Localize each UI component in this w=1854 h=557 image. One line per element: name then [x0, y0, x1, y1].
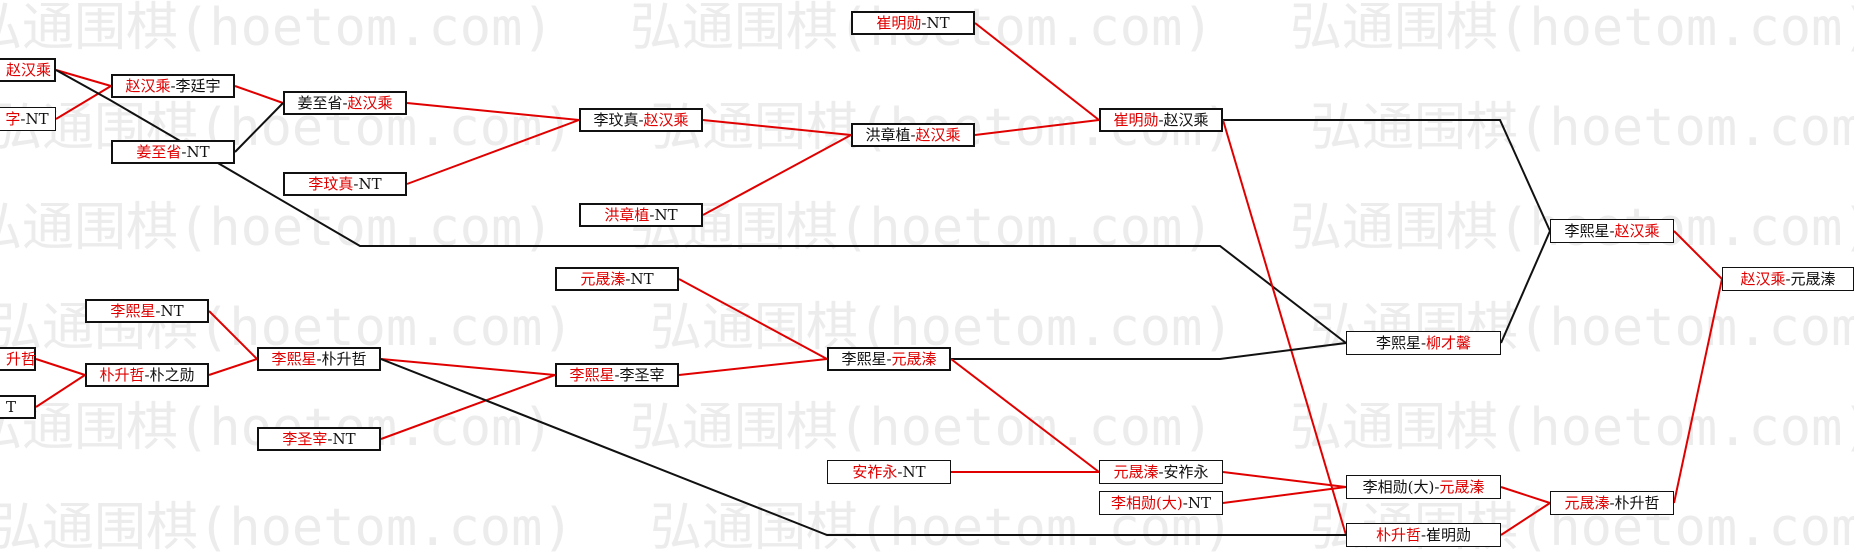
- match-node[interactable]: 李熙星-赵汉乘: [1550, 219, 1674, 243]
- match-node[interactable]: 字-NT: [0, 107, 56, 131]
- bracket-connector: [234, 102, 284, 153]
- bracket-connector: [380, 358, 1346, 536]
- match-node[interactable]: 安祚永-NT: [827, 460, 951, 484]
- bracket-connector: [1500, 230, 1551, 344]
- bracket-connector: [974, 22, 1100, 121]
- match-node[interactable]: 朴升哲-崔明勋: [1346, 523, 1501, 547]
- bracket-connector: [1500, 502, 1551, 536]
- bracket-connector: [55, 69, 112, 87]
- match-node[interactable]: 元晟溱-安祚永: [1099, 460, 1223, 484]
- bracket-connector: [406, 119, 580, 185]
- match-node[interactable]: 李熙星-朴升哲: [257, 347, 381, 371]
- match-node[interactable]: 李熙星-NT: [85, 299, 209, 323]
- bracket-connector: [208, 310, 258, 360]
- match-node[interactable]: 赵汉乘-李廷宇: [111, 74, 235, 98]
- bracket-connector: [1222, 471, 1347, 488]
- match-node[interactable]: 李玟真-赵汉乘: [579, 108, 703, 132]
- bracket-connector: [950, 358, 1100, 473]
- bracket-connector: [406, 102, 580, 121]
- bracket-connector: [1222, 119, 1347, 536]
- match-node[interactable]: 李玟真-NT: [283, 172, 407, 196]
- bracket-connector: [35, 374, 86, 408]
- match-node[interactable]: 李相勋(大)-元晟溱: [1346, 475, 1501, 499]
- match-node[interactable]: 元晟溱-NT: [555, 267, 679, 291]
- match-node[interactable]: 李相勋(大)-NT: [1099, 491, 1223, 515]
- match-node[interactable]: 赵汉乘: [0, 58, 56, 82]
- bracket-connector: [678, 278, 828, 360]
- match-node[interactable]: 朴升哲-朴之勋: [85, 363, 209, 387]
- bracket-connector: [55, 69, 1347, 344]
- match-node[interactable]: 李熙星-元晟溱: [827, 347, 951, 371]
- match-node[interactable]: 升哲: [0, 347, 36, 371]
- match-node[interactable]: 李圣宰-NT: [257, 427, 381, 451]
- bracket-connector: [380, 374, 556, 440]
- match-node[interactable]: 元晟溱-朴升哲: [1550, 491, 1674, 515]
- match-node[interactable]: 洪章植-NT: [579, 203, 703, 227]
- match-node[interactable]: 崔明勋-赵汉乘: [1099, 108, 1223, 132]
- bracket-connector: [974, 119, 1100, 136]
- bracket-connector: [951, 342, 1347, 360]
- bracket-connector: [702, 134, 852, 216]
- bracket-connector: [1222, 486, 1347, 504]
- bracket-connector: [702, 119, 852, 136]
- match-node[interactable]: 姜至省-NT: [111, 140, 235, 164]
- match-node[interactable]: 李熙星-李圣宰: [555, 363, 679, 387]
- bracket-connector: [1673, 230, 1723, 280]
- bracket-connector: [55, 85, 112, 120]
- match-node[interactable]: 赵汉乘-元晟溱: [1722, 267, 1854, 291]
- bracket-connector: [234, 85, 284, 104]
- bracket-connector: [1223, 119, 1551, 232]
- match-node[interactable]: 李熙星-柳才馨: [1346, 331, 1501, 355]
- bracket-connector: [208, 358, 258, 376]
- match-node[interactable]: 崔明勋-NT: [851, 11, 975, 35]
- bracket-connector: [1673, 278, 1723, 504]
- match-node[interactable]: T: [0, 395, 36, 419]
- bracket-connector: [35, 358, 86, 376]
- bracket-connector: [678, 358, 828, 376]
- match-node[interactable]: 姜至省-赵汉乘: [283, 91, 407, 115]
- match-node[interactable]: 洪章植-赵汉乘: [851, 123, 975, 147]
- bracket-connector: [380, 358, 556, 376]
- bracket-connector: [1500, 486, 1551, 504]
